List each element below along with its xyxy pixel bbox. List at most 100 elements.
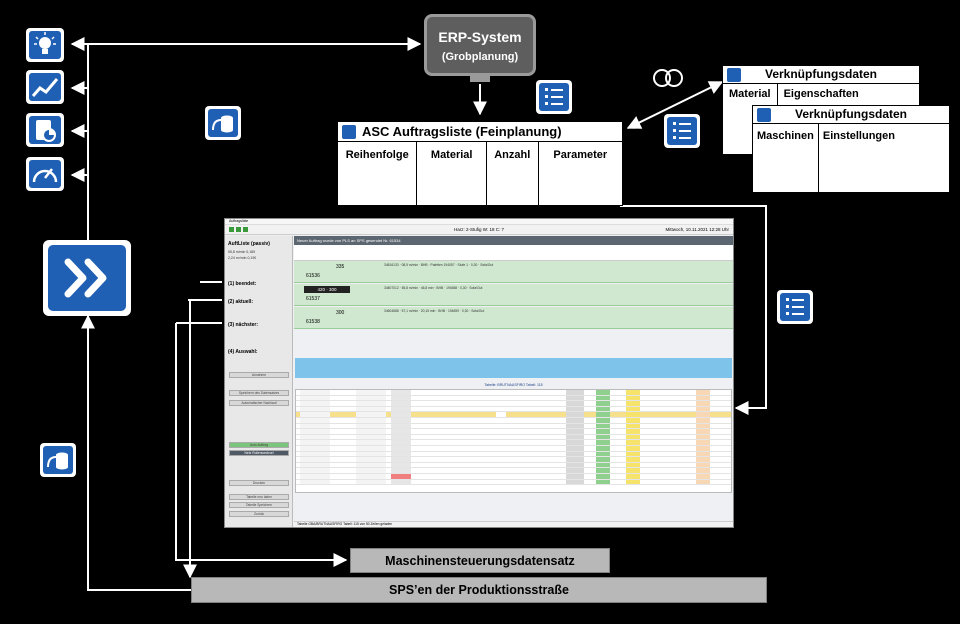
table-row[interactable]	[296, 412, 731, 418]
table-cell	[496, 412, 506, 417]
order-detail: 34816133 · 08,5 m/min · BHB · Paletten 1…	[384, 263, 494, 267]
table-cell	[356, 417, 386, 423]
left-panel: AuftListe (passiv) 55,8 m/min 0,189 2,24…	[225, 236, 293, 527]
roll-change-button[interactable]: Netz Rollenwechsel	[229, 450, 289, 456]
table-cell	[696, 434, 710, 440]
table-cell	[300, 445, 330, 451]
reload-table-button[interactable]: Tabelle neu laden	[229, 494, 289, 500]
table-cell	[356, 434, 386, 440]
table-cell	[566, 473, 584, 479]
table-cell	[356, 451, 386, 457]
table-cell	[566, 457, 584, 462]
table-row[interactable]	[296, 406, 731, 413]
table-cell	[696, 417, 710, 423]
table-cell	[566, 429, 584, 434]
asc-title: ASC Auftragsliste (Feinplanung)	[362, 124, 562, 139]
table-cell	[596, 406, 610, 412]
table-cell	[566, 479, 584, 485]
back-button[interactable]: Zurück	[229, 511, 289, 517]
table-row[interactable]	[296, 457, 731, 463]
table-cell	[391, 479, 411, 485]
table-row[interactable]	[296, 440, 731, 446]
table-row[interactable]	[296, 434, 731, 441]
link-rings-icon	[653, 69, 683, 87]
order-card-finished[interactable]: 335 61536 34816133 · 08,5 m/min · BHB · …	[294, 261, 733, 283]
table-cell	[596, 401, 610, 406]
table-cell	[300, 390, 330, 395]
table-cell	[496, 462, 506, 468]
flow-readout: 2,24 m³/min 0,190	[228, 256, 257, 260]
order-number: 61536	[306, 273, 320, 279]
table-cell	[356, 429, 386, 434]
status-lights	[229, 227, 250, 233]
auto-followup-button[interactable]: Automatischer Nachlauf	[229, 400, 289, 406]
table-row[interactable]	[296, 423, 731, 430]
table-cell	[596, 451, 610, 457]
table-cell	[496, 451, 506, 457]
table-row[interactable]	[296, 473, 731, 480]
plc-line-label: SPS’en der Produktionsstraße	[191, 577, 767, 603]
table-cell	[496, 395, 506, 401]
table-cell	[696, 406, 710, 412]
save-dataset-button[interactable]: Speichern des Datensatzes	[229, 390, 289, 396]
table-cell	[696, 451, 710, 457]
table-cell	[626, 434, 640, 440]
table-cell	[626, 395, 640, 401]
auto-order-button[interactable]: Auto Auftrag	[229, 442, 289, 448]
table-row[interactable]	[296, 462, 731, 469]
table-cell	[391, 423, 411, 429]
table-row[interactable]	[296, 429, 731, 435]
order-table	[295, 389, 732, 493]
print-button[interactable]: Drucken	[229, 480, 289, 486]
table-cell	[626, 457, 640, 462]
table-cell	[300, 479, 330, 485]
accept-button[interactable]: Annahme	[229, 372, 289, 378]
table-cell	[566, 451, 584, 457]
table-title: Tabelle: BRUTNAUSFIRO Tabell: 115	[484, 383, 543, 387]
lightbulb-icon	[26, 28, 64, 62]
slot-label-next: (3) nächster:	[228, 322, 259, 328]
table-cell	[626, 473, 640, 479]
table-cell	[356, 401, 386, 406]
table-cell	[566, 395, 584, 401]
database-export-icon	[205, 106, 241, 140]
asc-column: Anzahl	[487, 142, 539, 205]
machine-dataset-label: Maschinensteuerungsdatensatz	[350, 548, 610, 573]
table-cell	[696, 457, 710, 462]
table-cell	[696, 473, 710, 479]
table-cell	[356, 406, 386, 412]
table-cell	[626, 479, 640, 485]
table-cell	[391, 412, 411, 417]
gauge-icon	[26, 157, 64, 191]
table-cell	[356, 479, 386, 485]
table-cell	[391, 451, 411, 457]
table-cell	[391, 406, 411, 412]
table-cell	[391, 468, 411, 473]
date-time: Mittwoch, 10.11.2021 12:28 Uhr	[665, 227, 729, 232]
table-row[interactable]	[296, 417, 731, 424]
save-table-button[interactable]: Tabelle Speichern	[229, 502, 289, 508]
selection-slot[interactable]	[295, 358, 732, 378]
table-cell	[596, 457, 610, 462]
table-row[interactable]	[296, 445, 731, 452]
table-row[interactable]	[296, 479, 731, 486]
table-row[interactable]	[296, 395, 731, 402]
table-cell	[696, 468, 710, 473]
order-card-current[interactable]: 420 · 300 61537 34807012 · 55,8 m/min · …	[294, 284, 733, 306]
table-cell	[566, 417, 584, 423]
slot-label-current: (2) aktuell:	[228, 299, 254, 305]
table-row[interactable]	[296, 401, 731, 407]
table-cell	[300, 457, 330, 462]
table-cell	[566, 468, 584, 473]
order-card-next[interactable]: 300 61538 34604688 · 57,1 m/min · 20,15 …	[294, 307, 733, 329]
table-cell	[356, 423, 386, 429]
table-cell	[566, 406, 584, 412]
table-row[interactable]	[296, 468, 731, 474]
table-row[interactable]	[296, 390, 731, 396]
table-cell	[496, 423, 506, 429]
table-cell	[626, 429, 640, 434]
table-row[interactable]	[296, 451, 731, 458]
table-cell	[626, 417, 640, 423]
table-cell	[596, 479, 610, 485]
